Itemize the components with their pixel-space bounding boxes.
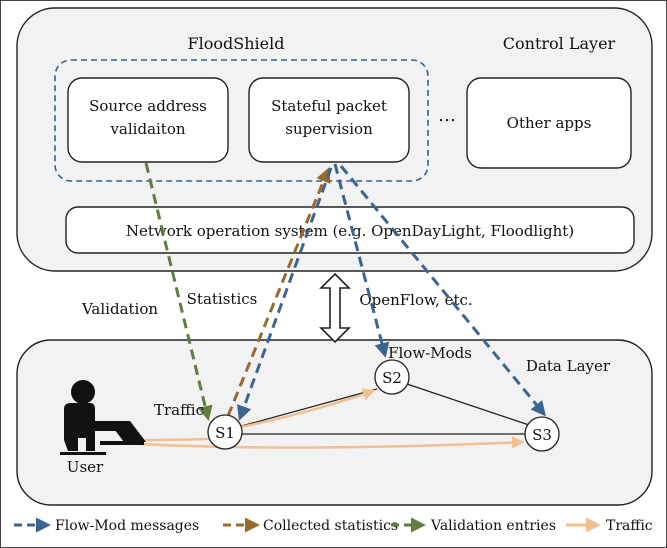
flow-mod-arrow-s1 <box>237 167 333 421</box>
collected-statistics-arrow <box>226 167 331 417</box>
app-source-address-validation-line1: Source address <box>89 97 207 115</box>
openflow-label: OpenFlow, etc. <box>359 291 472 309</box>
app-stateful-packet-supervision <box>248 77 410 163</box>
network-operation-system-box <box>65 206 635 254</box>
network-operation-system-label: Network operation system (e.g. OpenDayLi… <box>126 222 574 240</box>
app-other-apps-label: Other apps <box>507 114 592 132</box>
legend-validation-label: Validation entries <box>430 518 556 534</box>
app-stateful-packet-supervision-line1: Stateful packet <box>271 97 387 115</box>
user-label: User <box>67 458 104 476</box>
app-other-apps <box>466 77 632 169</box>
legend-statistics-label: Collected statistics <box>263 518 398 534</box>
user-at-computer-icon <box>60 380 146 455</box>
more-apps-ellipsis: … <box>438 105 456 126</box>
floodshield-title: FloodShield <box>188 34 285 53</box>
validation-entries-arrow <box>144 162 213 421</box>
validation-label: Validation <box>81 300 158 318</box>
app-source-address-validation <box>67 77 229 163</box>
openflow-channel-double-arrow <box>319 272 351 344</box>
app-source-address-validation-line2: validaiton <box>109 120 185 138</box>
statistics-label: Statistics <box>187 290 258 308</box>
traffic-user-to-s3 <box>139 436 525 449</box>
link-s1-s2 <box>237 388 378 428</box>
legend-traffic-label: Traffic <box>606 518 653 534</box>
switch-s3-label: S3 <box>532 426 552 444</box>
legend-flow-mod-label: Flow-Mod messages <box>55 518 199 534</box>
data-layer-label: Data Layer <box>526 357 611 375</box>
legend: Flow-Mod messages Collected statistics V… <box>14 517 653 534</box>
flow-mod-arrow-s2 <box>333 163 390 358</box>
switch-s2 <box>374 359 410 395</box>
app-stateful-packet-supervision-line2: supervision <box>285 120 373 138</box>
traffic-label: Traffic <box>154 401 204 419</box>
flow-mods-label: Flow-Mods <box>388 344 472 362</box>
switch-s2-label: S2 <box>382 369 402 387</box>
switch-s1 <box>207 414 243 450</box>
link-s2-s3 <box>406 383 530 426</box>
switch-s3 <box>524 416 560 452</box>
traffic-s1-to-s2 <box>235 388 376 430</box>
switch-s1-label: S1 <box>215 424 235 442</box>
control-layer-label: Control Layer <box>503 34 616 53</box>
flow-mod-arrow-s3 <box>339 165 546 417</box>
floodshield-apps-group <box>54 59 429 182</box>
